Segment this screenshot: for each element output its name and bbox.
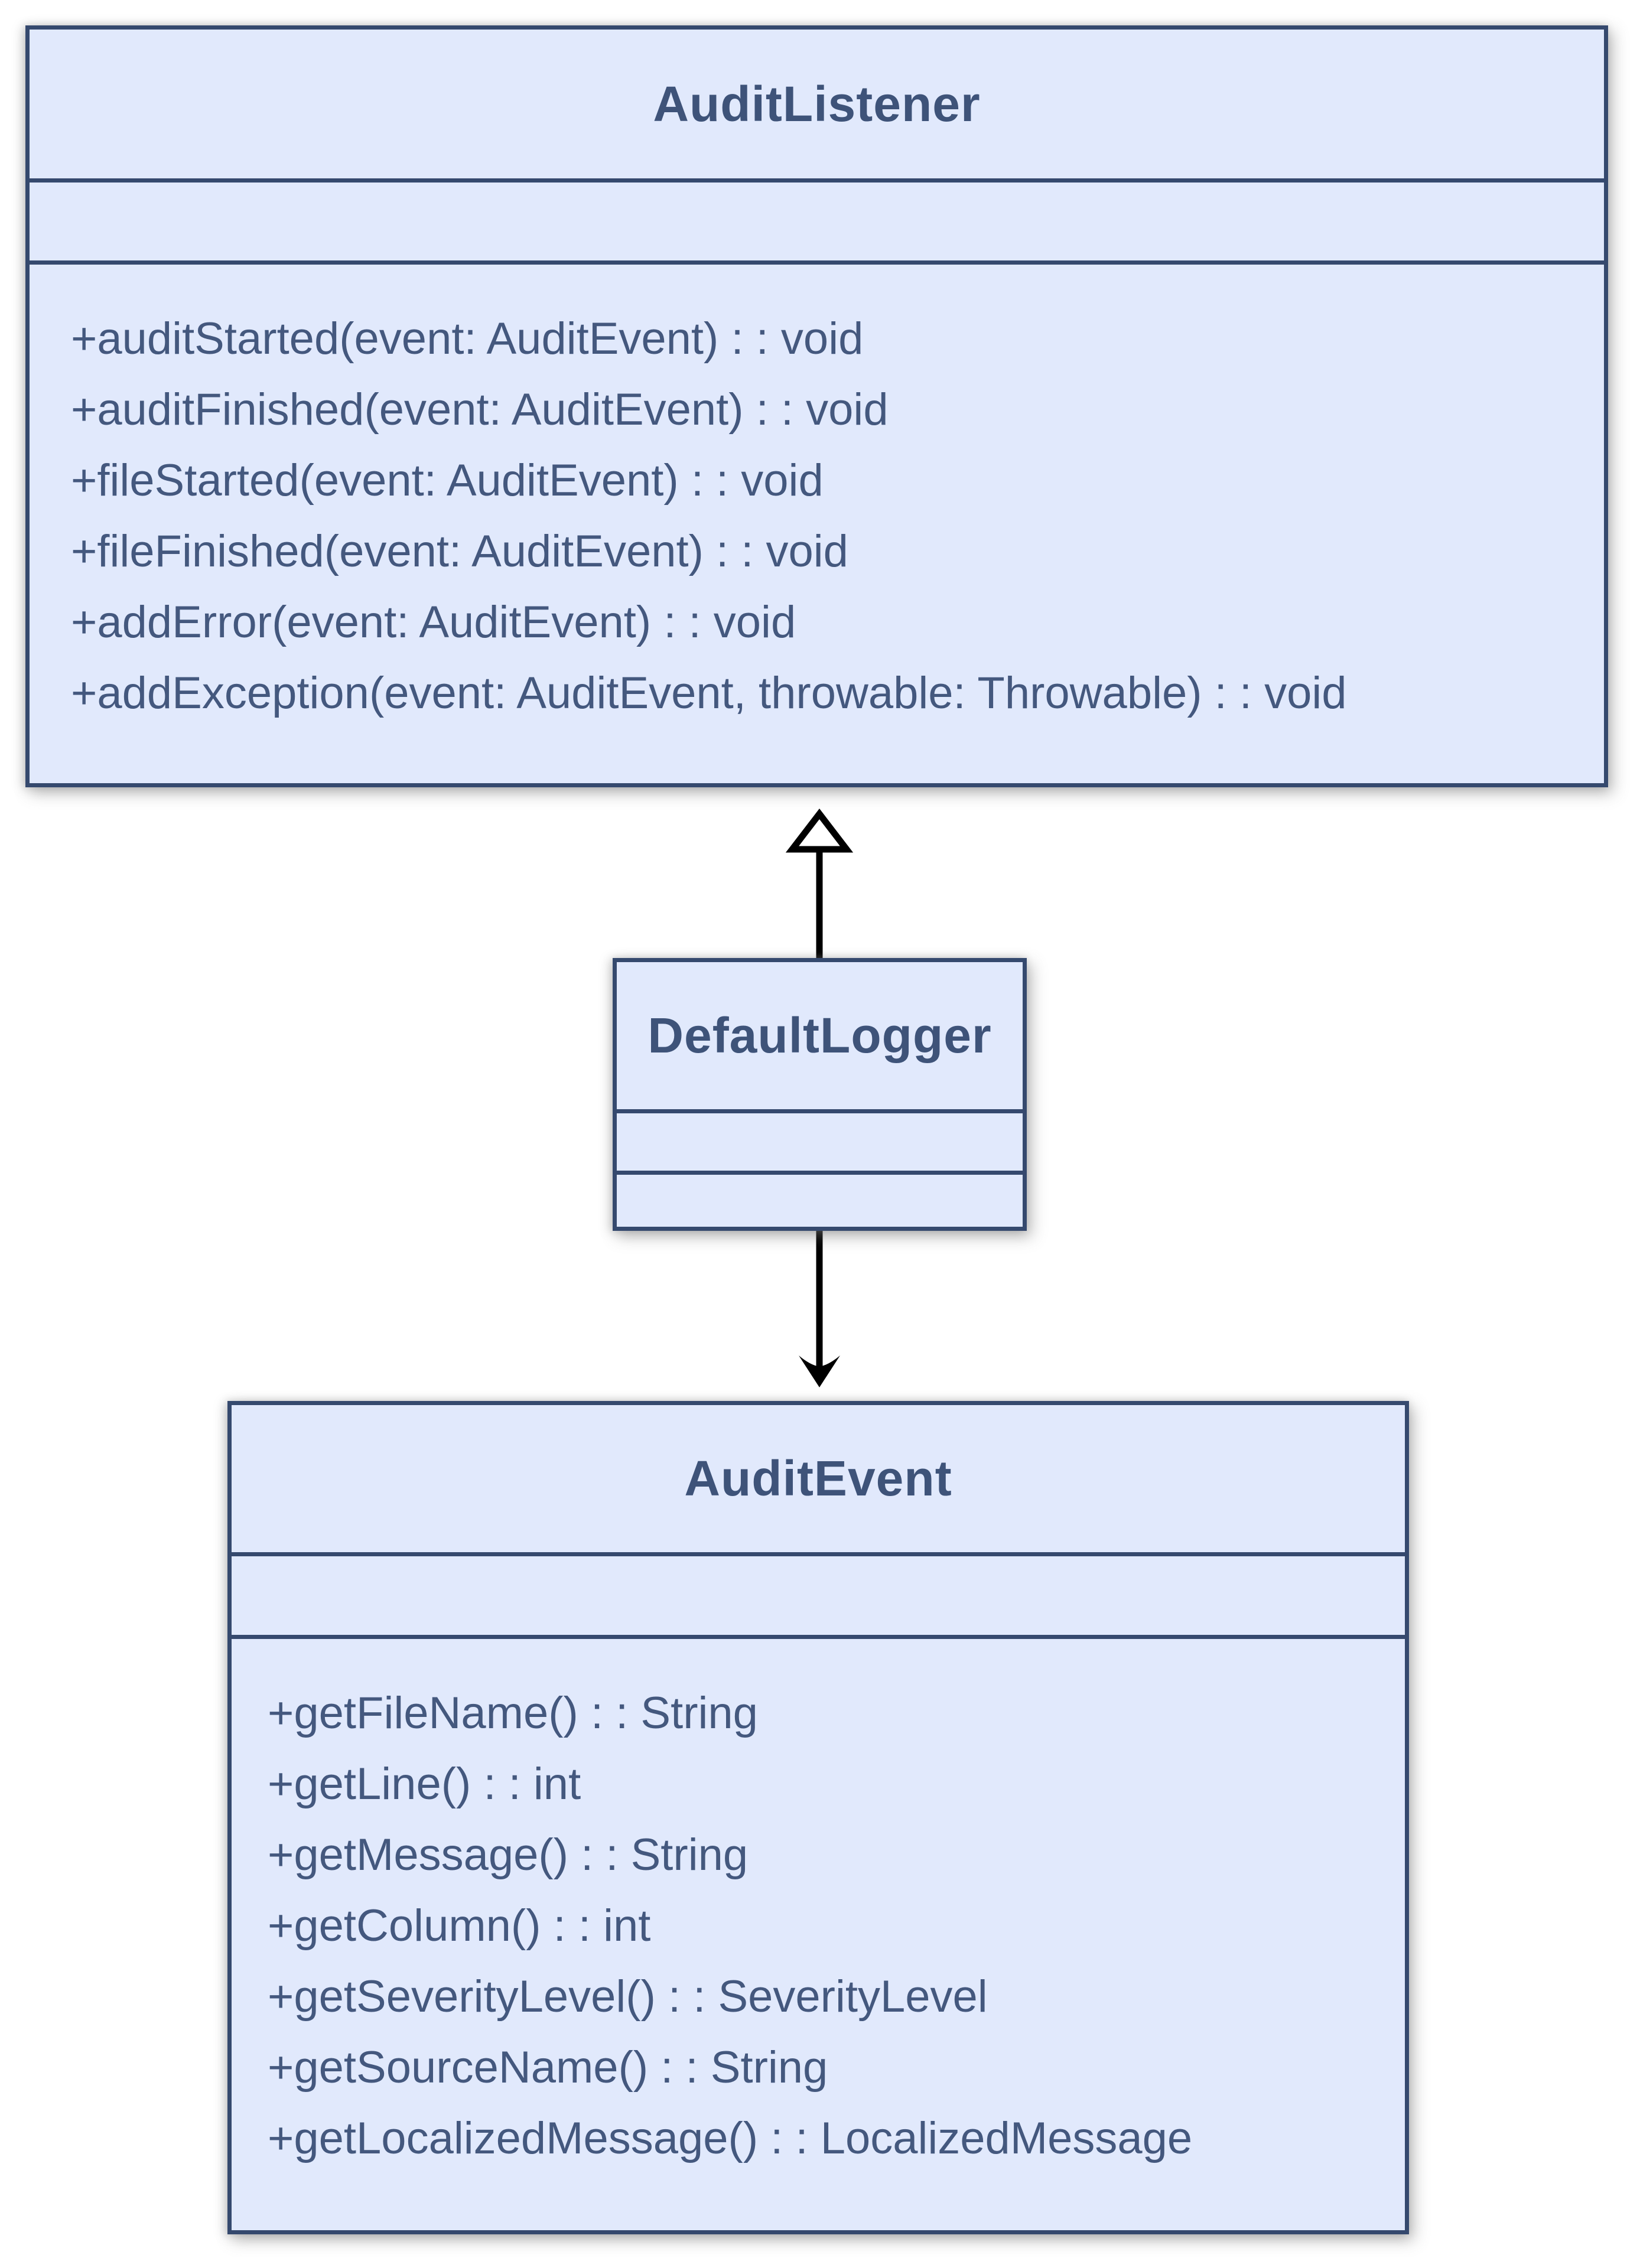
- method-row: +getFileName() : : String: [268, 1688, 758, 1738]
- method-row: +auditFinished(event: AuditEvent) : : vo…: [71, 384, 889, 435]
- auditlistener-attributes-compartment: [30, 178, 1604, 260]
- auditlistener-title-compartment: AuditListener: [30, 30, 1604, 178]
- class-title-auditevent: AuditEvent: [684, 1451, 952, 1506]
- method-row: +getMessage() : : String: [268, 1830, 749, 1880]
- method-row: +getLine() : : int: [268, 1759, 581, 1809]
- method-row: +fileFinished(event: AuditEvent) : : voi…: [71, 526, 848, 576]
- auditevent-title-compartment: AuditEvent: [232, 1405, 1405, 1552]
- realization-arrow: [785, 808, 854, 962]
- method-row: +getColumn() : : int: [268, 1901, 651, 1951]
- method-row: +addError(event: AuditEvent) : : void: [71, 597, 796, 647]
- method-row: +getLocalizedMessage() : : LocalizedMess…: [268, 2113, 1193, 2163]
- auditevent-attributes-compartment: [232, 1552, 1405, 1635]
- auditevent-methods-compartment: +getFileName() : : String +getLine() : :…: [232, 1635, 1405, 2230]
- hollow-triangle-arrowhead: [785, 808, 854, 853]
- class-box-auditevent: AuditEvent +getFileName() : : String +ge…: [227, 1401, 1409, 2234]
- method-row: +auditStarted(event: AuditEvent) : : voi…: [71, 314, 864, 364]
- auditlistener-methods-compartment: +auditStarted(event: AuditEvent) : : voi…: [30, 260, 1604, 783]
- defaultlogger-attributes-compartment: [617, 1109, 1023, 1171]
- method-row: +addException(event: AuditEvent, throwab…: [71, 668, 1347, 718]
- class-box-defaultlogger: DefaultLogger: [613, 958, 1027, 1231]
- class-box-auditlistener: AuditListener +auditStarted(event: Audit…: [25, 25, 1608, 787]
- class-title-defaultlogger: DefaultLogger: [647, 1008, 992, 1063]
- association-arrow: [799, 1228, 840, 1387]
- method-row: +getSeverityLevel() : : SeverityLevel: [268, 1972, 988, 2022]
- class-title-auditlistener: AuditListener: [653, 76, 981, 132]
- defaultlogger-title-compartment: DefaultLogger: [617, 962, 1023, 1109]
- method-row: +getSourceName() : : String: [268, 2042, 828, 2093]
- defaultlogger-methods-compartment: [617, 1171, 1023, 1227]
- filled-arrowhead: [799, 1355, 840, 1387]
- method-row: +fileStarted(event: AuditEvent) : : void: [71, 455, 824, 506]
